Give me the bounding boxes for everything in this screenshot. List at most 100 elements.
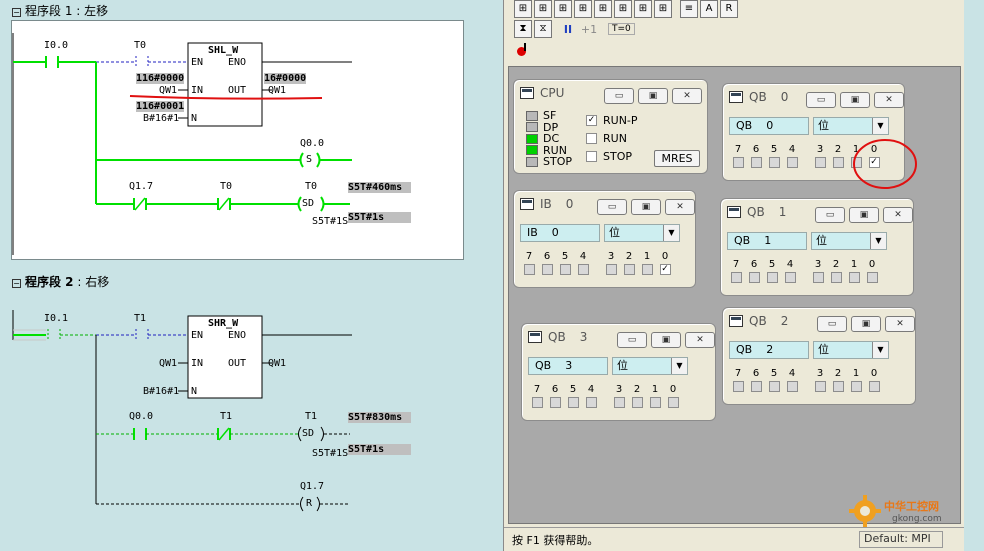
bit-checkbox[interactable]: [732, 157, 744, 168]
address-field[interactable]: QB 3: [528, 357, 608, 375]
cpu-close-button[interactable]: ✕: [672, 88, 702, 104]
accumulators-icon[interactable]: A: [700, 0, 718, 18]
registers-icon[interactable]: R: [720, 0, 738, 18]
reset-timers-button[interactable]: T=0: [608, 23, 635, 35]
bit-checkbox[interactable]: [567, 397, 579, 408]
panel-maximize-button[interactable]: ▣: [849, 207, 879, 223]
format-select[interactable]: 位▼: [813, 341, 889, 359]
insert-mb-icon[interactable]: ⊞: [554, 0, 572, 18]
panel-minimize-button[interactable]: ▭: [806, 92, 836, 108]
bit-checkbox[interactable]: [541, 264, 553, 275]
insert-accu-icon[interactable]: ⊞: [654, 0, 672, 18]
cpu-minimize-button[interactable]: ▭: [604, 88, 634, 104]
bit-checkbox[interactable]: [750, 157, 762, 168]
address-field[interactable]: QB 2: [729, 341, 809, 359]
shl-out-operand[interactable]: QW1: [268, 85, 287, 96]
dropdown-arrow-icon[interactable]: ▼: [671, 358, 687, 374]
bit-checkbox[interactable]: [732, 381, 744, 392]
bit-checkbox[interactable]: [812, 272, 824, 283]
bit-checkbox[interactable]: [850, 381, 862, 392]
format-select[interactable]: 位▼: [813, 117, 889, 135]
bit-checkbox[interactable]: [641, 264, 653, 275]
bit-checkbox[interactable]: [786, 157, 798, 168]
next-scan-button[interactable]: +1: [580, 22, 598, 36]
cpu-mode-option[interactable]: ✓RUN-P: [586, 114, 638, 127]
insert-variable-icon[interactable]: ⊞: [614, 0, 632, 18]
cpu-mode-option[interactable]: RUN: [586, 132, 627, 145]
insert-counter-icon[interactable]: ⊞: [594, 0, 612, 18]
mode-checkbox[interactable]: [586, 133, 597, 144]
panel-minimize-button[interactable]: ▭: [817, 316, 847, 332]
record-icon[interactable]: [514, 42, 532, 60]
panel-maximize-button[interactable]: ▣: [840, 92, 870, 108]
format-select[interactable]: 位▼: [604, 224, 680, 242]
bit-checkbox[interactable]: [613, 397, 625, 408]
bit-checkbox[interactable]: [868, 381, 880, 392]
bit-checkbox[interactable]: [549, 397, 561, 408]
bit-checkbox[interactable]: [605, 264, 617, 275]
panel-close-button[interactable]: ✕: [685, 332, 715, 348]
bit-checkbox[interactable]: [784, 272, 796, 283]
shl-n-operand[interactable]: B#16#1: [143, 113, 180, 124]
dropdown-arrow-icon[interactable]: ▼: [872, 118, 888, 134]
shr-n-operand[interactable]: B#16#1: [143, 386, 180, 397]
shr-out-operand[interactable]: QW1: [268, 358, 287, 369]
bit-checkbox[interactable]: [766, 272, 778, 283]
mres-button[interactable]: MRES: [654, 150, 700, 167]
format-select[interactable]: 位▼: [612, 357, 688, 375]
dropdown-arrow-icon[interactable]: ▼: [663, 225, 679, 241]
scan-mode-single-icon[interactable]: ⧗: [514, 20, 532, 38]
dropdown-arrow-icon[interactable]: ▼: [872, 342, 888, 358]
bit-checkbox[interactable]: ✓: [868, 157, 880, 168]
bit-checkbox[interactable]: [631, 397, 643, 408]
dropdown-arrow-icon[interactable]: ▼: [870, 233, 886, 249]
pause-icon[interactable]: II: [563, 22, 573, 36]
bit-checkbox[interactable]: [559, 264, 571, 275]
panel-minimize-button[interactable]: ▭: [597, 199, 627, 215]
mode-checkbox[interactable]: [586, 151, 597, 162]
bit-checkbox[interactable]: [866, 272, 878, 283]
bit-checkbox[interactable]: [830, 272, 842, 283]
address-field[interactable]: QB 1: [727, 232, 807, 250]
panel-close-button[interactable]: ✕: [874, 92, 904, 108]
mode-checkbox[interactable]: ✓: [586, 115, 597, 126]
panel-close-button[interactable]: ✕: [665, 199, 695, 215]
bit-checkbox[interactable]: [730, 272, 742, 283]
format-select[interactable]: 位▼: [811, 232, 887, 250]
bit-checkbox[interactable]: [832, 157, 844, 168]
panel-close-button[interactable]: ✕: [885, 316, 915, 332]
bit-checkbox[interactable]: ✓: [659, 264, 671, 275]
cpu-maximize-button[interactable]: ▣: [638, 88, 668, 104]
insert-qb-icon[interactable]: ⊞: [534, 0, 552, 18]
bit-checkbox[interactable]: [623, 264, 635, 275]
panel-maximize-button[interactable]: ▣: [651, 332, 681, 348]
shr-in-operand[interactable]: QW1: [159, 358, 178, 369]
bit-checkbox[interactable]: [786, 381, 798, 392]
panel-close-button[interactable]: ✕: [883, 207, 913, 223]
bit-checkbox[interactable]: [768, 381, 780, 392]
bit-checkbox[interactable]: [577, 264, 589, 275]
bit-checkbox[interactable]: [649, 397, 661, 408]
bit-checkbox[interactable]: [531, 397, 543, 408]
block-regs-icon[interactable]: ≡: [680, 0, 698, 18]
panel-minimize-button[interactable]: ▭: [815, 207, 845, 223]
cpu-mode-option[interactable]: STOP: [586, 150, 632, 163]
insert-ib-icon[interactable]: ⊞: [514, 0, 532, 18]
shl-in-operand[interactable]: QW1: [159, 85, 178, 96]
bit-checkbox[interactable]: [750, 381, 762, 392]
bit-checkbox[interactable]: [814, 381, 826, 392]
insert-timer-icon[interactable]: ⊞: [574, 0, 592, 18]
panel-maximize-button[interactable]: ▣: [631, 199, 661, 215]
bit-checkbox[interactable]: [585, 397, 597, 408]
panel-maximize-button[interactable]: ▣: [851, 316, 881, 332]
bit-checkbox[interactable]: [814, 157, 826, 168]
bit-checkbox[interactable]: [667, 397, 679, 408]
bit-checkbox[interactable]: [523, 264, 535, 275]
bit-checkbox[interactable]: [768, 157, 780, 168]
bit-checkbox[interactable]: [848, 272, 860, 283]
insert-stack-icon[interactable]: ⊞: [634, 0, 652, 18]
address-field[interactable]: QB 0: [729, 117, 809, 135]
panel-minimize-button[interactable]: ▭: [617, 332, 647, 348]
address-field[interactable]: IB 0: [520, 224, 600, 242]
scan-mode-continuous-icon[interactable]: ⧖: [534, 20, 552, 38]
